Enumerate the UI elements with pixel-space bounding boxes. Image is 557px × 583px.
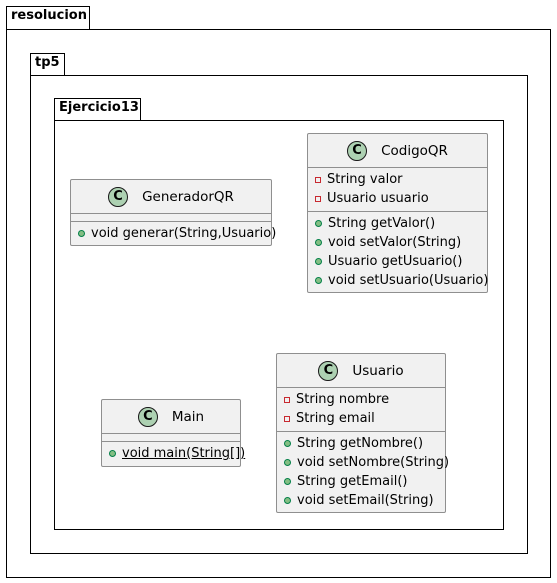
- class-header: C Usuario: [277, 354, 445, 388]
- public-method-icon: [315, 258, 322, 265]
- field-text: String valor: [327, 172, 403, 187]
- class-usuario[interactable]: C Usuario String nombre String email Str…: [276, 353, 449, 513]
- package-tab-resolucion: resolucion: [6, 6, 90, 30]
- method-text: void setValor(String): [328, 235, 462, 250]
- method-text: void setNombre(String): [297, 455, 450, 470]
- field-text: Usuario usuario: [327, 191, 429, 206]
- class-name: Usuario: [352, 362, 404, 379]
- class-c-icon: C: [318, 360, 339, 381]
- method-text: Usuario getUsuario(): [328, 254, 463, 269]
- fields-section: String nombre String email: [277, 388, 445, 432]
- public-method-icon: [315, 239, 322, 246]
- public-method-icon: [284, 478, 291, 485]
- class-generadorqr[interactable]: C GeneradorQR void generar(String,Usuari…: [70, 179, 276, 246]
- field-row: String nombre: [277, 390, 445, 409]
- method-text: String getValor(): [328, 216, 436, 231]
- method-text: String getNombre(): [297, 436, 424, 451]
- class-header: C CodigoQR: [308, 134, 487, 168]
- static-method-text: void main(String[]): [122, 446, 246, 461]
- class-codigoqr[interactable]: C CodigoQR String valor Usuario usuario …: [307, 133, 488, 293]
- class-main[interactable]: C Main void main(String[]): [101, 399, 245, 467]
- method-row: Usuario getUsuario(): [308, 252, 487, 271]
- field-row: String email: [277, 409, 445, 428]
- method-row: void setEmail(String): [277, 491, 445, 510]
- field-text: String email: [296, 411, 375, 426]
- method-text: void generar(String,Usuario): [91, 226, 277, 241]
- method-row: String getNombre(): [277, 434, 445, 453]
- method-row: String getValor(): [308, 214, 487, 233]
- public-method-icon: [284, 497, 291, 504]
- package-label-tp5: tp5: [35, 55, 60, 70]
- field-text: String nombre: [296, 392, 390, 407]
- methods-section: String getValor() void setValor(String) …: [308, 212, 489, 293]
- private-field-icon: [284, 415, 290, 422]
- method-row: void setNombre(String): [277, 453, 449, 472]
- fields-section: [71, 214, 271, 222]
- methods-section: void main(String[]): [102, 442, 245, 466]
- class-c-icon: C: [108, 186, 129, 207]
- package-label-ejercicio13: Ejercicio13: [59, 100, 139, 115]
- method-text: String getEmail(): [297, 474, 408, 489]
- private-field-icon: [315, 195, 321, 202]
- field-row: String valor: [308, 170, 487, 189]
- package-tab-ejercicio13: Ejercicio13: [54, 98, 141, 121]
- package-label-resolucion: resolucion: [11, 8, 87, 23]
- private-field-icon: [284, 396, 290, 403]
- fields-section: String valor Usuario usuario: [308, 168, 487, 212]
- fields-section: [102, 434, 240, 442]
- method-row: void generar(String,Usuario): [71, 224, 276, 243]
- public-method-icon: [78, 230, 85, 237]
- field-row: Usuario usuario: [308, 189, 487, 208]
- class-name: CodigoQR: [381, 142, 448, 159]
- methods-section: void generar(String,Usuario): [71, 222, 276, 246]
- private-field-icon: [315, 176, 321, 183]
- class-c-icon: C: [347, 140, 368, 161]
- class-header: C GeneradorQR: [71, 180, 271, 214]
- public-method-icon: [315, 220, 322, 227]
- public-method-icon: [109, 450, 116, 457]
- methods-section: String getNombre() void setNombre(String…: [277, 432, 449, 513]
- method-row: void setValor(String): [308, 233, 487, 252]
- class-header: C Main: [102, 400, 240, 434]
- public-method-icon: [315, 277, 322, 284]
- method-text: void setEmail(String): [297, 493, 434, 508]
- public-method-icon: [284, 459, 291, 466]
- class-c-icon: C: [137, 406, 158, 427]
- method-row: void main(String[]): [102, 444, 245, 463]
- public-method-icon: [284, 440, 291, 447]
- class-name: Main: [171, 408, 205, 425]
- method-row: void setUsuario(Usuario): [308, 271, 489, 290]
- method-text: void setUsuario(Usuario): [328, 273, 489, 288]
- package-tab-tp5: tp5: [30, 53, 65, 76]
- method-row: String getEmail(): [277, 472, 445, 491]
- class-name: GeneradorQR: [142, 188, 234, 205]
